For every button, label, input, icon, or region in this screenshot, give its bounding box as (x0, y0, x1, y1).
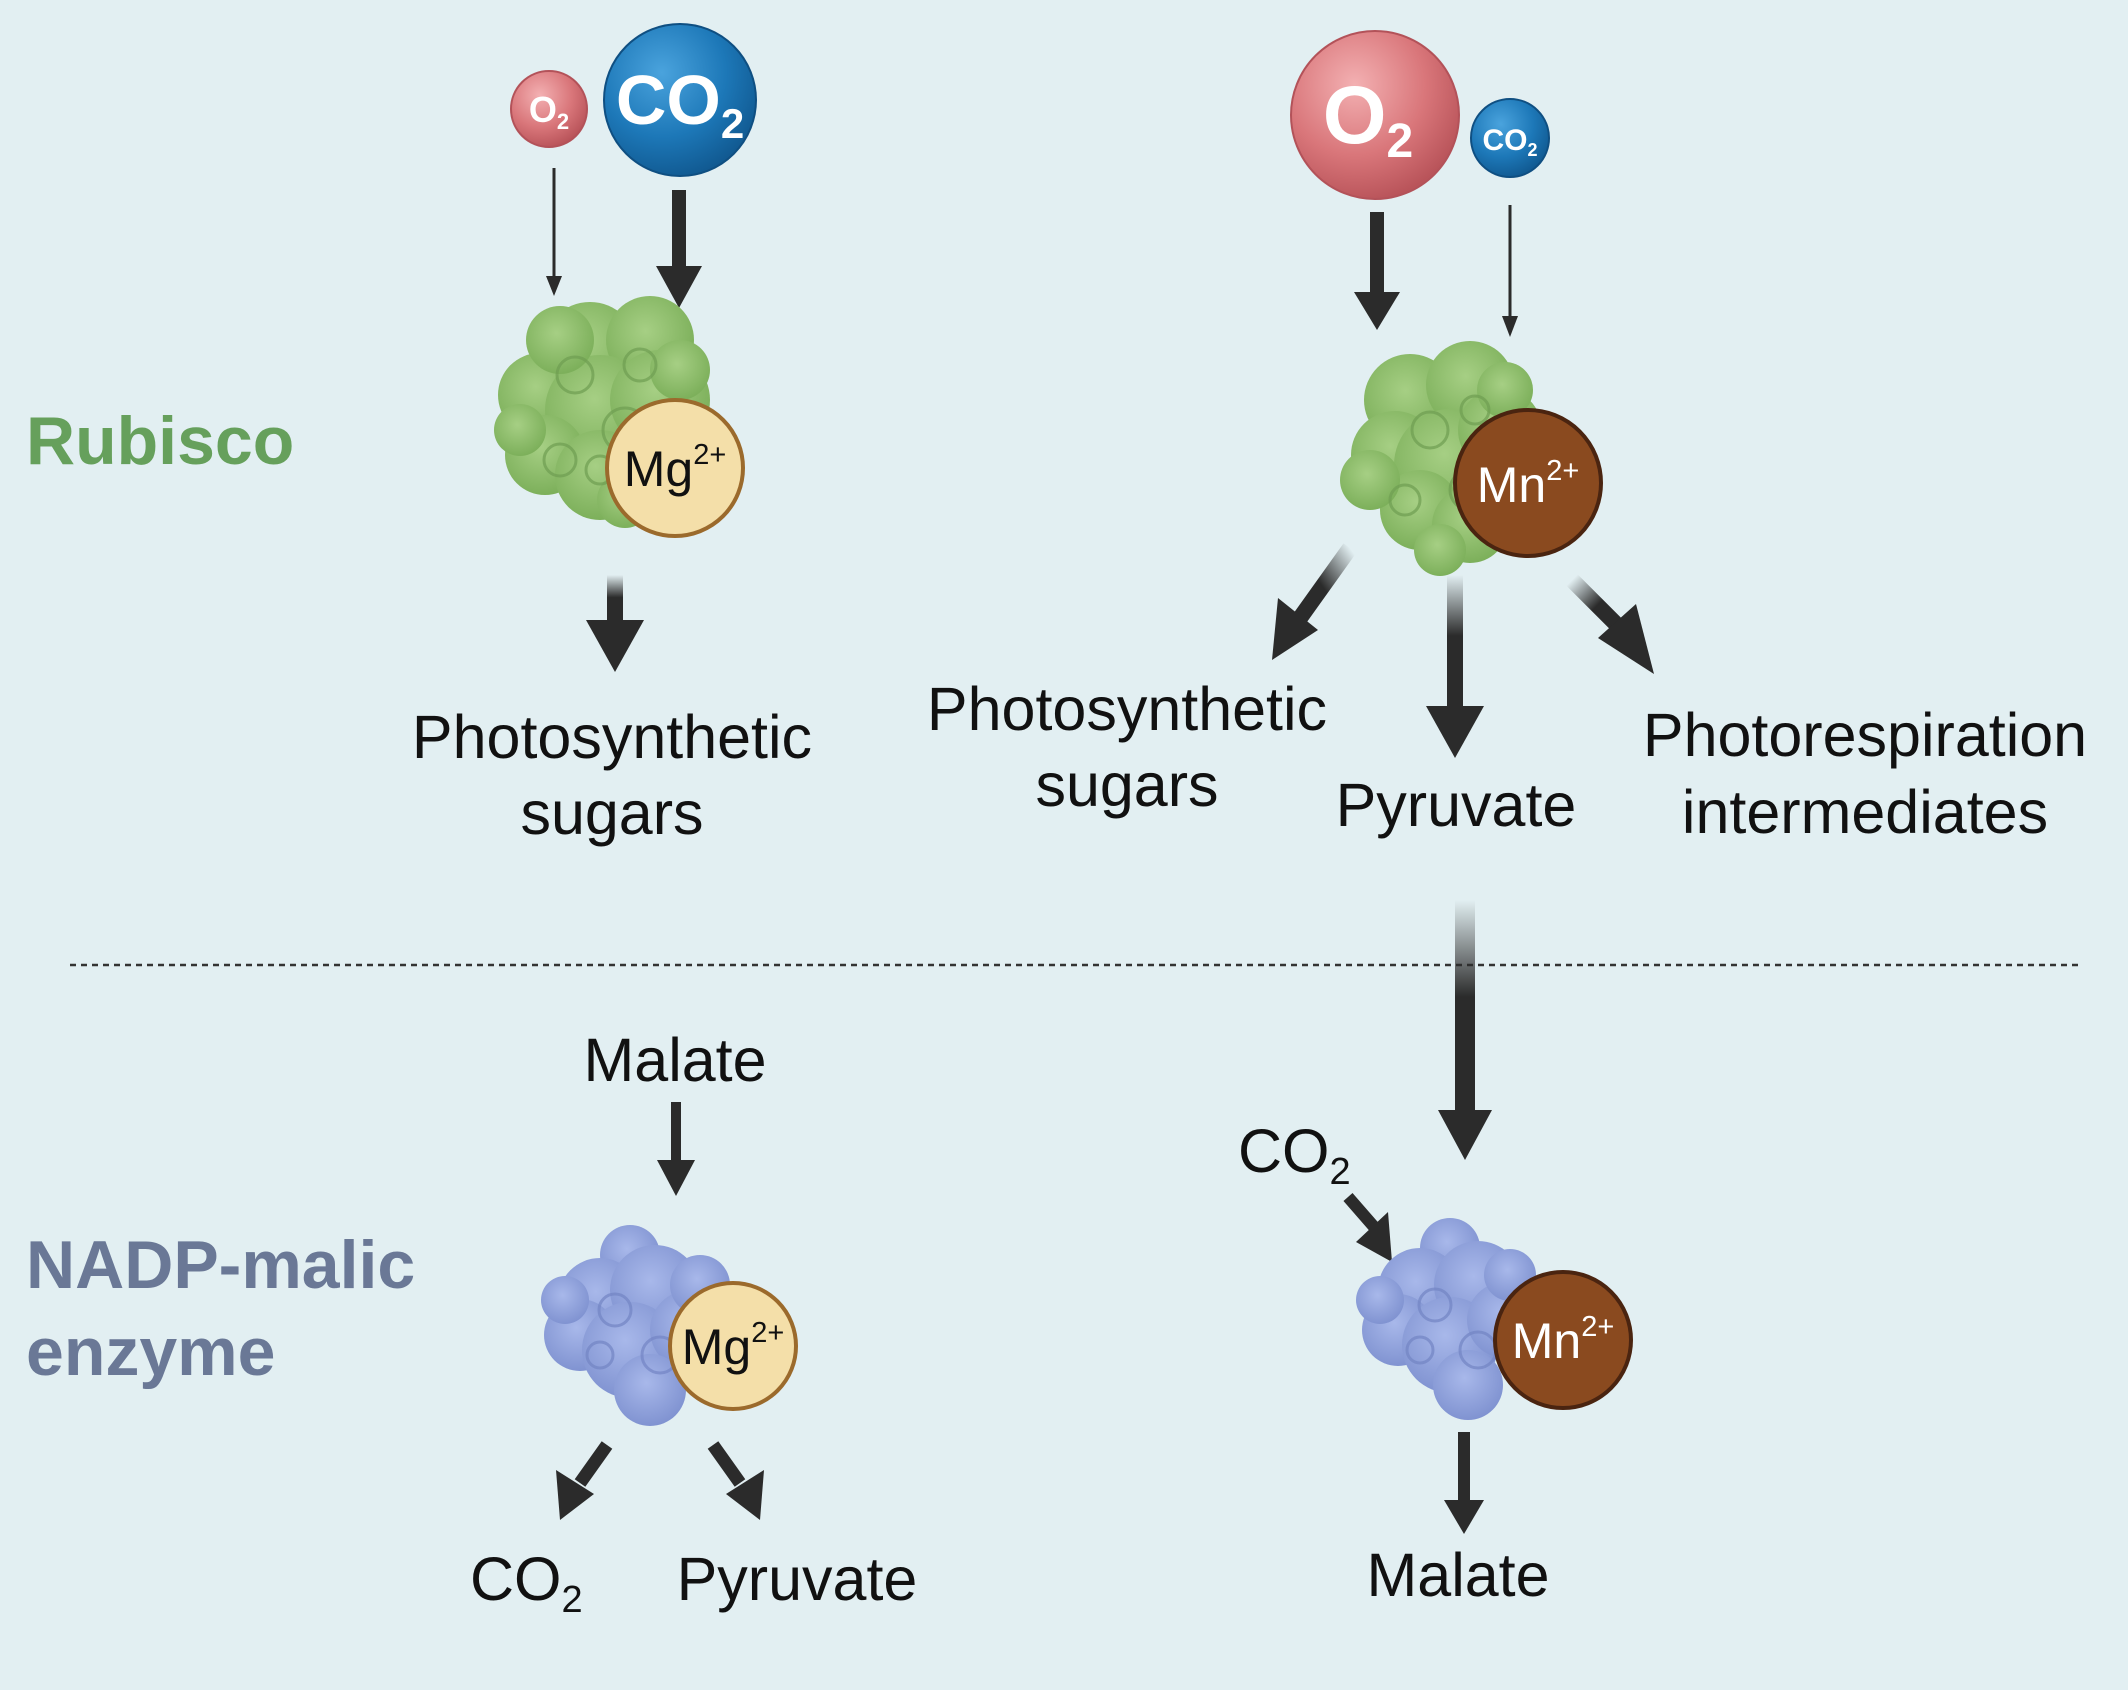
product-photorespiration-line2: intermediates (1682, 778, 2048, 846)
gas-bubble-icon (603, 23, 757, 177)
ion-mn-rubisco: Mn2+ (1453, 408, 1603, 558)
arrow-icon (1566, 574, 1624, 632)
ion-mg-nme: Mg2+ (668, 1281, 798, 1411)
gas-co2-large-label: CO2 (616, 61, 744, 147)
arrow-rubisco-mn-to-pyruvate (1426, 575, 1484, 758)
arrow-icon (707, 1441, 746, 1487)
arrow-icon (1343, 1193, 1380, 1232)
arrow-icon (1447, 575, 1463, 710)
arrow-rubisco-mg-to-sugars (586, 575, 644, 672)
arrow-co2-to-nme-mn (1343, 1193, 1392, 1262)
gas-bubble-icon (1470, 98, 1550, 178)
row-label-rubisco: Rubisco (26, 403, 294, 479)
substrate-co2-nme-mn: CO2 (1238, 1117, 1351, 1193)
product-photosynthetic-sugars-mg-line1: Photosynthetic (412, 703, 812, 771)
product-pyruvate-nme-mg: Pyruvate (677, 1545, 918, 1613)
substrate-malate-nme-mg: Malate (583, 1026, 766, 1094)
arrow-nme-mg-to-pyruvate (707, 1441, 764, 1520)
gas-bubble-icon (510, 70, 588, 148)
arrow-o2-to-rubisco-mn (1354, 212, 1400, 330)
arrow-rubisco-mn-to-sugars (1272, 543, 1357, 660)
product-photosynthetic-sugars-mg-line2: sugars (520, 779, 703, 847)
product-photosynthetic-sugars-mn-line1: Photosynthetic (927, 675, 1327, 743)
arrow-icon (1455, 900, 1475, 1115)
ion-mg-rubisco: Mg2+ (605, 398, 745, 538)
product-pyruvate-rubisco-mn: Pyruvate (1336, 771, 1577, 839)
gas-o2-large-label: O2 (1323, 70, 1414, 168)
arrow-nme-mn-to-malate (1444, 1432, 1484, 1534)
ion-mg-label: Mg2+ (624, 439, 727, 497)
arrow-nme-mg-to-co2 (556, 1441, 613, 1520)
ion-mn-nme: Mn2+ (1493, 1270, 1633, 1410)
product-malate-nme-mn: Malate (1366, 1541, 1549, 1609)
ion-mn-label: Mn2+ (1512, 1311, 1615, 1369)
arrow-co2-to-rubisco-mn (1502, 205, 1518, 337)
arrow-icon (1293, 543, 1357, 623)
arrow-co2-to-rubisco-mg (656, 190, 702, 308)
ion-mg-label: Mg2+ (682, 1317, 785, 1375)
arrow-o2-to-rubisco-mg (546, 168, 562, 296)
gas-o2-large-bubble: O2 (1290, 30, 1460, 200)
gas-o2-small-bubble: O2 (510, 70, 588, 148)
arrow-icon (1458, 1432, 1470, 1504)
gas-bubble-icon (1290, 30, 1460, 200)
gas-o2-small-label: O2 (529, 89, 569, 134)
gas-co2-large-bubble: CO2 (603, 23, 757, 177)
arrow-pyruvate-to-nme-mn (1438, 900, 1492, 1160)
arrow-rubisco-mn-to-photorespiration (1566, 574, 1654, 674)
ion-mn-label: Mn2+ (1477, 455, 1580, 513)
gas-co2-small-label: CO2 (1482, 124, 1537, 160)
row-label-nme-line2: enzyme (26, 1314, 275, 1390)
arrow-icon (574, 1441, 613, 1487)
arrow-icon (1370, 212, 1384, 297)
arrow-icon (607, 575, 623, 625)
arrow-icon (671, 1102, 681, 1164)
product-photorespiration-line1: Photorespiration (1643, 701, 2087, 769)
product-co2-nme-mg: CO2 (470, 1545, 583, 1621)
arrow-icon (672, 190, 686, 270)
gas-co2-small-bubble: CO2 (1470, 98, 1550, 178)
product-photosynthetic-sugars-mn-line2: sugars (1035, 751, 1218, 819)
row-label-nme-line1: NADP-malic (26, 1227, 415, 1303)
arrow-malate-to-nme-mg (657, 1102, 695, 1196)
